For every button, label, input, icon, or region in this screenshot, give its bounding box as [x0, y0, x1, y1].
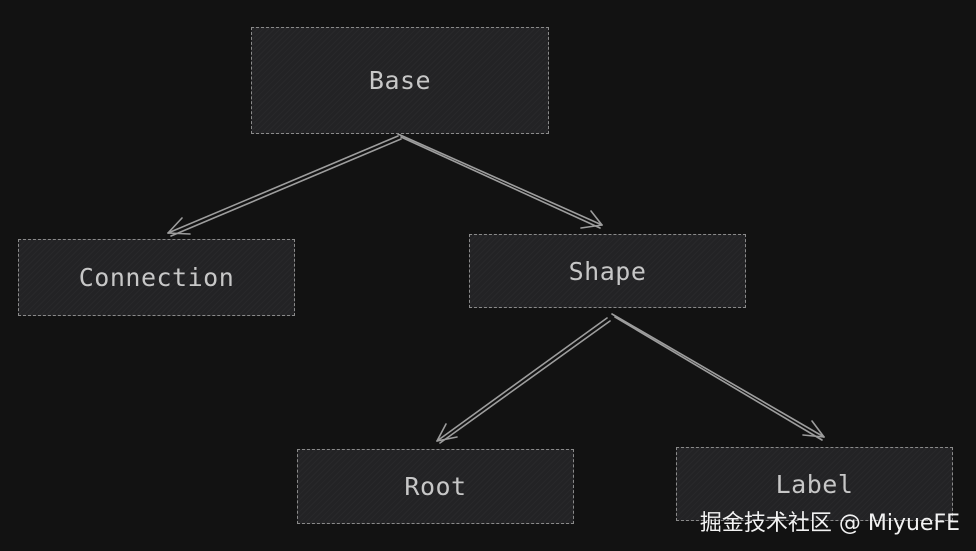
node-shape-label: Shape — [568, 256, 647, 286]
node-connection: Connection — [18, 239, 295, 316]
edge-shape-root — [436, 317, 611, 444]
arrowhead-connection — [167, 217, 191, 235]
node-root-label: Root — [404, 472, 467, 501]
node-root: Root — [297, 449, 574, 524]
arrowhead-root — [436, 423, 458, 442]
arrowhead-label — [802, 420, 825, 438]
node-connection-label: Connection — [78, 263, 235, 292]
arrowhead-shape — [580, 210, 603, 229]
node-shape: Shape — [469, 234, 746, 308]
edge-base-connection — [167, 135, 402, 237]
edge-shape-label — [611, 313, 825, 441]
node-label: Label — [676, 447, 953, 521]
edge-base-shape — [397, 133, 603, 229]
node-base-label: Base — [368, 66, 432, 95]
node-base: Base — [251, 27, 549, 134]
watermark-text: 掘金技术社区 @ MiyueFE — [699, 511, 960, 536]
node-label-label: Label — [775, 470, 854, 499]
